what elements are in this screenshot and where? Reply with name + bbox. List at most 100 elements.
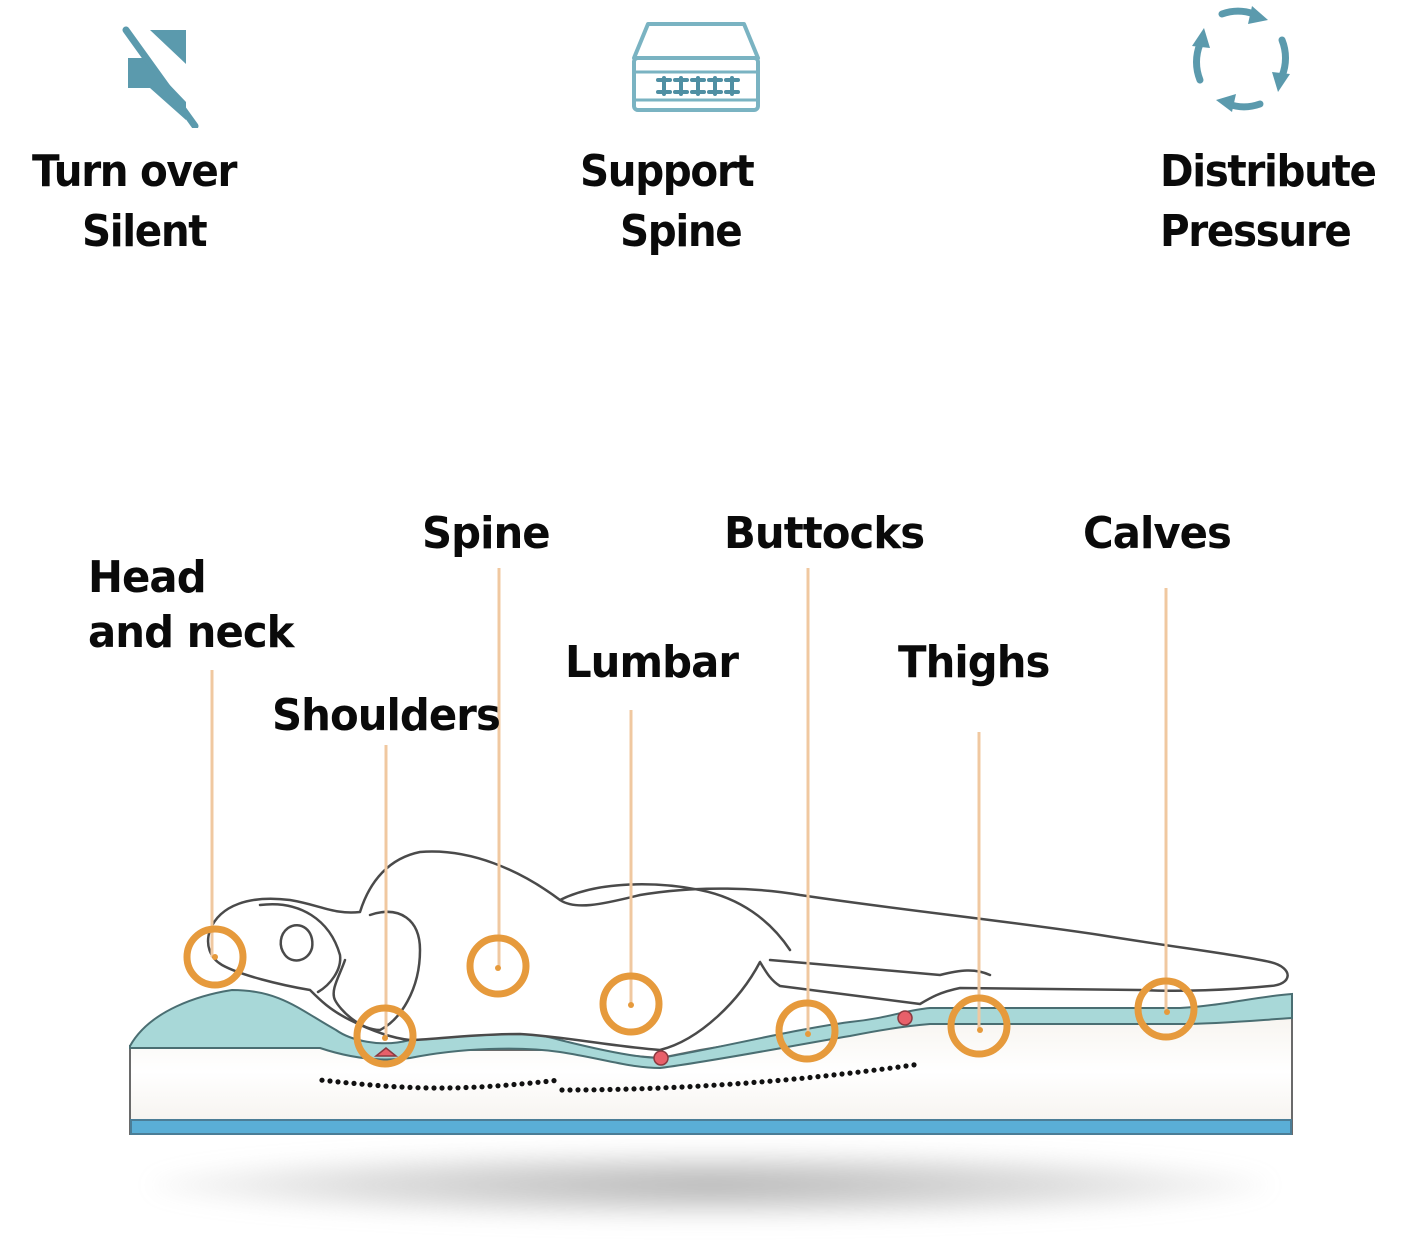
spine-dot (327, 1078, 333, 1084)
label-shoulders: Shoulders (272, 690, 501, 741)
spine-dot (663, 1085, 669, 1091)
spine-dot (911, 1062, 917, 1068)
spine-dot (687, 1084, 693, 1090)
spine-dot (599, 1087, 605, 1093)
spine-dot (455, 1085, 461, 1091)
mattress-spring-icon (632, 22, 760, 112)
spine-dot (887, 1065, 893, 1071)
feature-silent: Turn over Silent (0, 0, 320, 270)
spine-dot (759, 1079, 765, 1085)
marker-dot (628, 1002, 634, 1008)
spine-dot (855, 1069, 861, 1075)
spine-dot (423, 1085, 429, 1091)
marker-calves (1134, 977, 1198, 1041)
mattress-base-layer (130, 1119, 1292, 1135)
spine-dot (623, 1086, 629, 1092)
spine-dot (639, 1086, 645, 1092)
leader-lines (210, 568, 1168, 1040)
spine-dot (335, 1079, 341, 1085)
spine-dot (391, 1084, 397, 1090)
feature-support-line2: Spine (620, 206, 743, 257)
label-head-line2: and neck (88, 607, 294, 658)
feature-silent-line1: Turn over (32, 146, 237, 197)
marker-dot (495, 965, 501, 971)
pressure-point-lumbar (653, 1050, 669, 1066)
spine-dot (367, 1082, 373, 1088)
label-lumbar: Lumbar (565, 637, 739, 688)
spine-dot (567, 1087, 573, 1093)
spine-dot (839, 1071, 845, 1077)
spine-dot (343, 1080, 349, 1086)
spine-dot (359, 1081, 365, 1087)
spine-dot (871, 1067, 877, 1073)
marker-dot (382, 1035, 388, 1041)
spine-dot (591, 1087, 597, 1093)
feature-support-line1: Support (580, 146, 755, 197)
spine-dot (863, 1068, 869, 1074)
spine-dot (319, 1077, 325, 1083)
spine-dot (799, 1075, 805, 1081)
support-markers (183, 925, 1198, 1068)
spine-dot (615, 1086, 621, 1092)
pressure-point-buttocks (897, 1010, 913, 1026)
spine-dot (447, 1085, 453, 1091)
marker-dot (1164, 1009, 1170, 1015)
spine-dot (703, 1083, 709, 1089)
spine-dot (831, 1072, 837, 1078)
spine-dot (431, 1085, 437, 1091)
spine-dot (583, 1087, 589, 1093)
spine-dot (895, 1064, 901, 1070)
label-thighs: Thighs (898, 637, 1050, 688)
mute-speaker-icon (122, 26, 199, 128)
spine-dot (351, 1080, 357, 1086)
marker-dot (977, 1027, 983, 1033)
spine-dot (767, 1078, 773, 1084)
spine-dot (783, 1077, 789, 1083)
spine-dot (679, 1084, 685, 1090)
spine-dot (695, 1083, 701, 1089)
feature-distribute-line1: Distribute (1160, 146, 1377, 197)
spine-dot (607, 1086, 613, 1093)
feature-distribute-line2: Pressure (1160, 206, 1352, 257)
marker-shoulders (353, 1004, 417, 1068)
spine-dot (463, 1084, 469, 1091)
label-spine: Spine (422, 508, 551, 559)
spine-dot (751, 1079, 757, 1085)
spine-dot (535, 1079, 541, 1085)
spine-dotted-curve (319, 1062, 917, 1093)
spine-dot (743, 1080, 749, 1086)
spine-dot (879, 1066, 885, 1072)
label-head-line1: Head (88, 552, 207, 603)
spine-dot (807, 1074, 813, 1081)
spine-dot (631, 1086, 637, 1092)
spine-dot (823, 1073, 829, 1079)
pressure-point-shoulders (373, 1047, 399, 1057)
spine-dot (415, 1085, 421, 1091)
spine-dot (527, 1080, 533, 1086)
marker-spine (466, 934, 530, 998)
spine-dot (575, 1087, 581, 1093)
spine-dot (775, 1077, 781, 1084)
spine-dot (495, 1083, 501, 1089)
marker-head (183, 925, 247, 989)
spine-dot (719, 1082, 725, 1088)
spine-dot (503, 1082, 509, 1088)
spine-dot (375, 1082, 381, 1089)
marker-dot (805, 1031, 811, 1037)
feature-support-spine: Support Spine (560, 0, 820, 270)
spine-dot (383, 1083, 389, 1089)
spine-dot (735, 1081, 741, 1087)
spine-dot (847, 1070, 853, 1076)
spine-dot (647, 1085, 653, 1091)
spine-dot (903, 1063, 909, 1069)
marker-buttocks (775, 999, 839, 1063)
marker-dot (212, 954, 218, 960)
spine-dot (519, 1081, 525, 1087)
spine-dot (559, 1087, 565, 1093)
spine-dot (551, 1078, 557, 1084)
spine-dot (471, 1084, 477, 1090)
spine-dot (543, 1078, 549, 1085)
mattress-shadow (150, 1150, 1270, 1220)
spine-dot (407, 1084, 413, 1090)
